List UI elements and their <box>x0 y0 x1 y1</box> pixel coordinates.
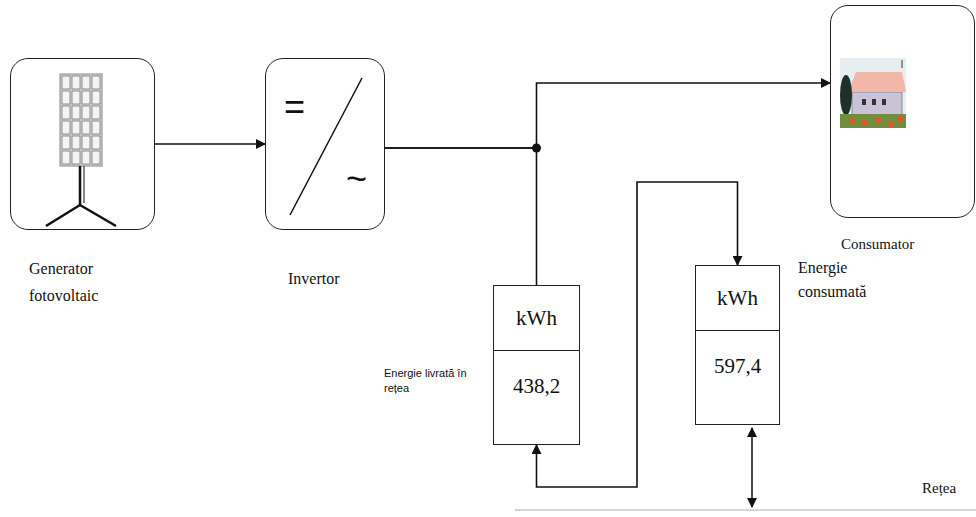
meter-reading: 438,2 <box>494 351 579 421</box>
wire-connector <box>385 148 537 285</box>
pv-cells <box>62 76 100 164</box>
house-picture <box>840 58 906 128</box>
node-label: Generator fotovoltaic <box>29 255 129 309</box>
meter-box: kWh438,2Energie livrată în rețea <box>493 285 580 445</box>
wire-connector <box>155 143 265 145</box>
ac-symbol: ~ <box>346 159 382 199</box>
inverter-box: =~Invertor <box>265 58 385 230</box>
node-label: Invertor <box>288 269 398 289</box>
meter-caption: Energie livrată în rețea <box>384 366 488 396</box>
meter-caption: Energie consumată <box>798 256 890 304</box>
junction-dot <box>532 144 541 153</box>
unit-label: kWh <box>494 286 579 351</box>
consumer-box: Consumator <box>830 5 975 218</box>
wire-connector <box>537 182 738 487</box>
dc-symbol: = <box>284 87 324 127</box>
grid-arrow <box>751 428 753 507</box>
unit-label: kWh <box>696 266 779 331</box>
pv-generator-box: Generator fotovoltaic <box>10 58 155 230</box>
grid-label: Rețea <box>922 480 956 497</box>
meter-reading: 597,4 <box>696 331 779 401</box>
pv-panel <box>46 74 116 226</box>
meter-box: kWh597,4Energie consumată <box>695 265 780 425</box>
node-label: Consumator <box>841 234 971 254</box>
wire-connector <box>385 83 830 148</box>
grid-line <box>515 510 976 511</box>
